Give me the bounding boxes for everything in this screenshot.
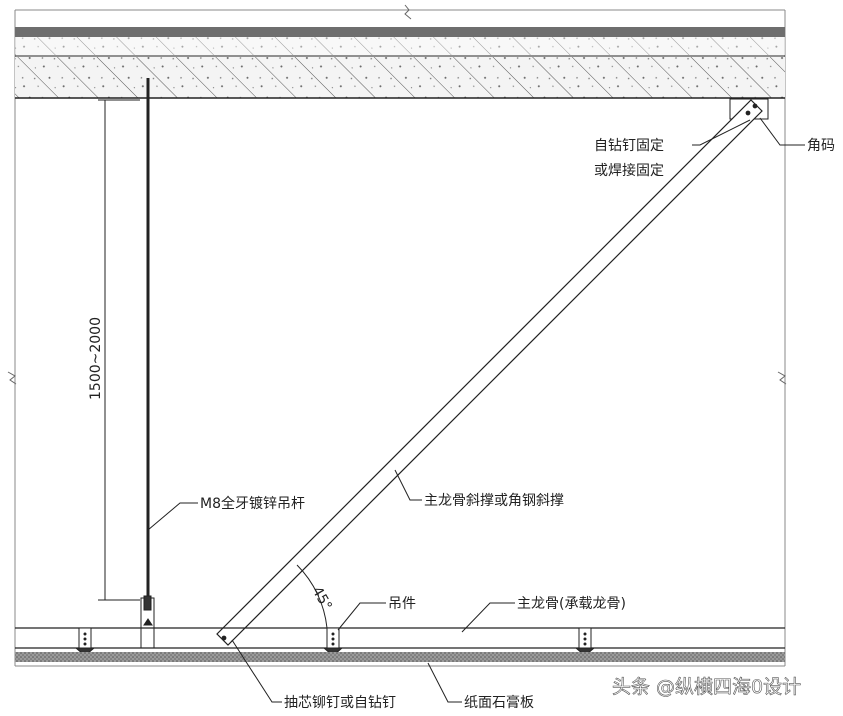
dimension-line	[98, 99, 140, 601]
hanger-clips	[74, 627, 596, 657]
concrete-slab	[15, 27, 785, 99]
leader-lines	[147, 117, 805, 703]
angle-label: 45°	[309, 584, 335, 614]
hanger-clip-label: 吊件	[388, 596, 416, 612]
fixing-label-line2: 或焊接固定	[594, 162, 664, 179]
break-mark-icons	[7, 4, 787, 385]
fixing-label-line1: 自钻钉固定	[594, 138, 664, 154]
main-keel	[15, 627, 785, 649]
gypsum-board	[15, 652, 785, 662]
rivet-label: 抽芯铆钉或自钻钉	[284, 695, 396, 711]
diagonal-brace	[216, 99, 763, 646]
watermark: 头条 @纵横四海0设计	[612, 676, 801, 698]
diagonal-brace-label: 主龙骨斜撑或角钢斜撑	[424, 493, 564, 509]
main-keel-label: 主龙骨(承载龙骨)	[517, 596, 626, 612]
dimension-label: 1500~2000	[88, 317, 104, 400]
angle-arc	[296, 564, 328, 629]
gypsum-board-label: 纸面石膏板	[464, 694, 534, 711]
drawing-frame	[14, 9, 786, 667]
corner-bracket-label: 角码	[807, 138, 835, 154]
hanger-rod	[140, 78, 155, 649]
hanger-rod-label: M8全牙镀锌吊杆	[200, 495, 305, 512]
